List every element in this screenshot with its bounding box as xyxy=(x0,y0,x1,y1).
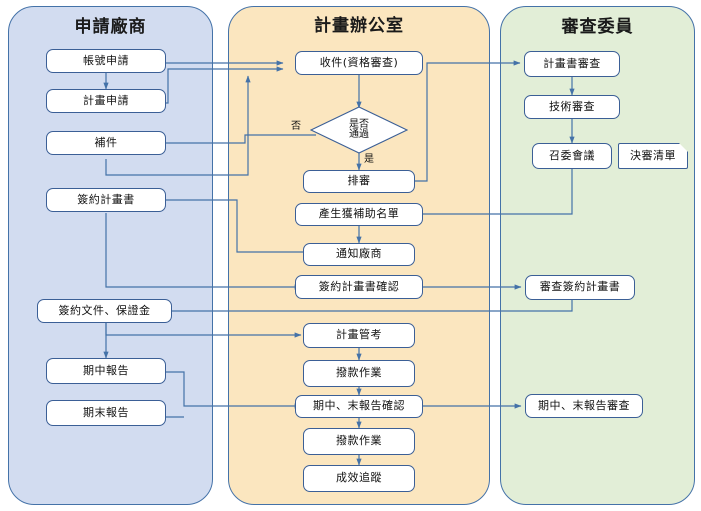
swimlane-title-applicant: 申請廠商 xyxy=(74,17,147,37)
node-receive-qualification-review[interactable]: 收件(資格審查) xyxy=(295,51,423,75)
node-convener-meeting[interactable]: 召委會議 xyxy=(532,143,612,169)
node-notify-vendors[interactable]: 通知廠商 xyxy=(303,243,415,266)
swimlane-title-office: 計畫辦公室 xyxy=(314,16,404,36)
node-contract-project-plan[interactable]: 簽約計畫書 xyxy=(46,188,166,212)
node-schedule-review[interactable]: 排審 xyxy=(303,170,415,193)
node-decision-pass[interactable]: 是否 通過 xyxy=(310,106,408,154)
node-account-application[interactable]: 帳號申請 xyxy=(46,49,166,73)
node-project-management[interactable]: 計畫管考 xyxy=(303,323,415,348)
node-report-confirmation[interactable]: 期中、末報告確認 xyxy=(295,395,423,418)
node-midterm-report[interactable]: 期中報告 xyxy=(46,358,166,384)
node-performance-tracking[interactable]: 成效追蹤 xyxy=(303,465,415,492)
swimlane-review xyxy=(500,6,695,505)
node-disbursement-2[interactable]: 撥款作業 xyxy=(303,428,415,455)
node-technical-review[interactable]: 技術審查 xyxy=(524,95,620,119)
node-contract-plan-confirmation[interactable]: 簽約計畫書確認 xyxy=(295,275,423,299)
node-final-review-list[interactable]: 決審清單 xyxy=(618,143,688,169)
node-project-application[interactable]: 計畫申請 xyxy=(46,89,166,113)
swimlane-applicant xyxy=(8,6,213,505)
node-report-review[interactable]: 期中、末報告審查 xyxy=(525,394,643,418)
node-contract-documents-deposit[interactable]: 簽約文件、保證金 xyxy=(37,299,172,323)
edge-label-no: 否 xyxy=(291,121,301,132)
node-final-report[interactable]: 期末報告 xyxy=(46,400,166,426)
node-generate-subsidy-list[interactable]: 產生獲補助名單 xyxy=(295,203,423,226)
swimlane-title-review: 審查委員 xyxy=(561,17,634,37)
node-plan-review[interactable]: 計畫書審查 xyxy=(524,51,620,77)
node-disbursement-1[interactable]: 撥款作業 xyxy=(303,360,415,387)
edge-label-yes: 是 xyxy=(364,154,374,165)
decision-label-line1: 是否 xyxy=(349,118,369,130)
node-review-contract-plan[interactable]: 審查簽約計畫書 xyxy=(525,275,635,300)
decision-label-line2: 通過 xyxy=(349,129,369,140)
node-supplement-documents[interactable]: 補件 xyxy=(46,131,166,155)
